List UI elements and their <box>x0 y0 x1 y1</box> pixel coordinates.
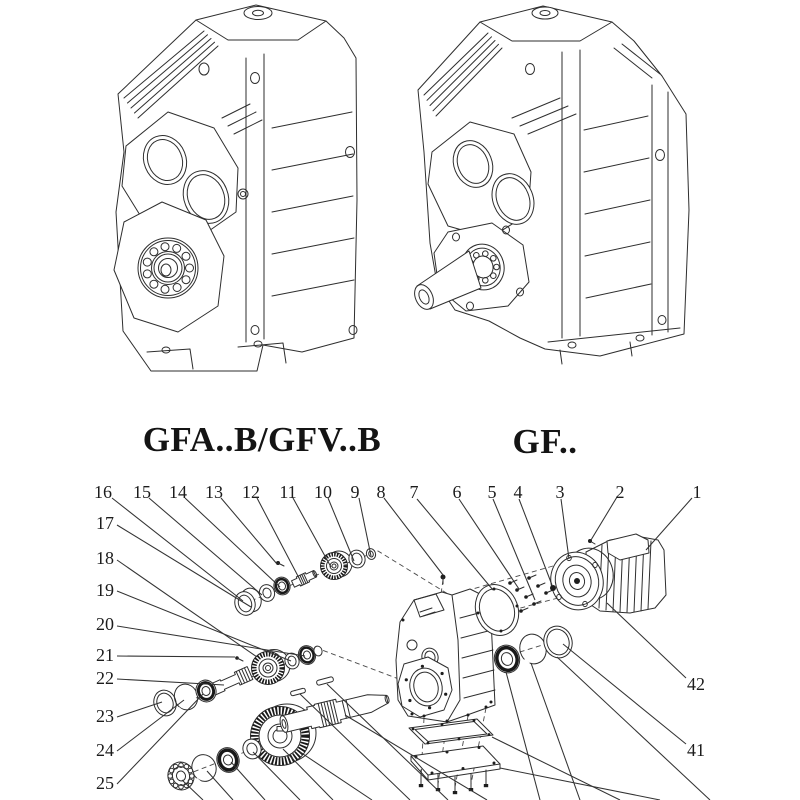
callout-4: 4 <box>514 482 523 502</box>
right-gearbox-illustration <box>414 5 690 365</box>
callout-11: 11 <box>279 482 296 502</box>
callout-22: 22 <box>96 668 114 688</box>
callout-15: 15 <box>133 482 151 502</box>
adapter-gasket <box>474 584 520 636</box>
callout-8: 8 <box>377 482 386 502</box>
cover-bolts <box>418 705 489 795</box>
callout-19: 19 <box>96 580 114 600</box>
callout-7: 7 <box>410 482 419 502</box>
right-model-label: GF.. <box>513 422 578 461</box>
callout-3: 3 <box>556 482 565 502</box>
callout-17: 17 <box>96 513 114 533</box>
motor <box>550 533 667 614</box>
callout-6: 6 <box>453 482 462 502</box>
exploded-parts-diagram: 16 15 14 13 12 11 10 9 8 7 6 5 4 3 2 1 1… <box>94 482 711 800</box>
callout-13: 13 <box>205 482 223 502</box>
callout-24: 24 <box>96 740 114 760</box>
callout-2: 2 <box>616 482 625 502</box>
callout-14: 14 <box>169 482 187 502</box>
ball-part <box>550 585 556 591</box>
gearbox-housing <box>395 574 496 723</box>
input-gear-train <box>234 548 377 616</box>
flange-screws <box>508 539 596 613</box>
intermediate-gear-train <box>153 645 323 717</box>
callout-12: 12 <box>242 482 260 502</box>
callout-5: 5 <box>488 482 497 502</box>
callout-42: 42 <box>687 674 705 694</box>
callout-numbers: 16 15 14 13 12 11 10 9 8 7 6 5 4 3 2 1 1… <box>94 482 705 793</box>
callout-18: 18 <box>96 548 114 568</box>
callout-21: 21 <box>96 645 114 665</box>
callout-20: 20 <box>96 614 114 634</box>
callout-10: 10 <box>314 482 332 502</box>
callout-16: 16 <box>94 482 112 502</box>
left-gearbox-illustration <box>113 4 358 372</box>
callout-9: 9 <box>351 482 360 502</box>
callout-1: 1 <box>693 482 702 502</box>
callout-25: 25 <box>96 773 114 793</box>
output-shaft-assembly <box>167 676 390 791</box>
leader-lines <box>111 496 711 800</box>
output-bearing-rings <box>493 625 573 674</box>
left-model-label: GFA..B/GFV..B <box>143 420 382 459</box>
callout-41: 41 <box>687 740 705 760</box>
callout-23: 23 <box>96 706 114 726</box>
